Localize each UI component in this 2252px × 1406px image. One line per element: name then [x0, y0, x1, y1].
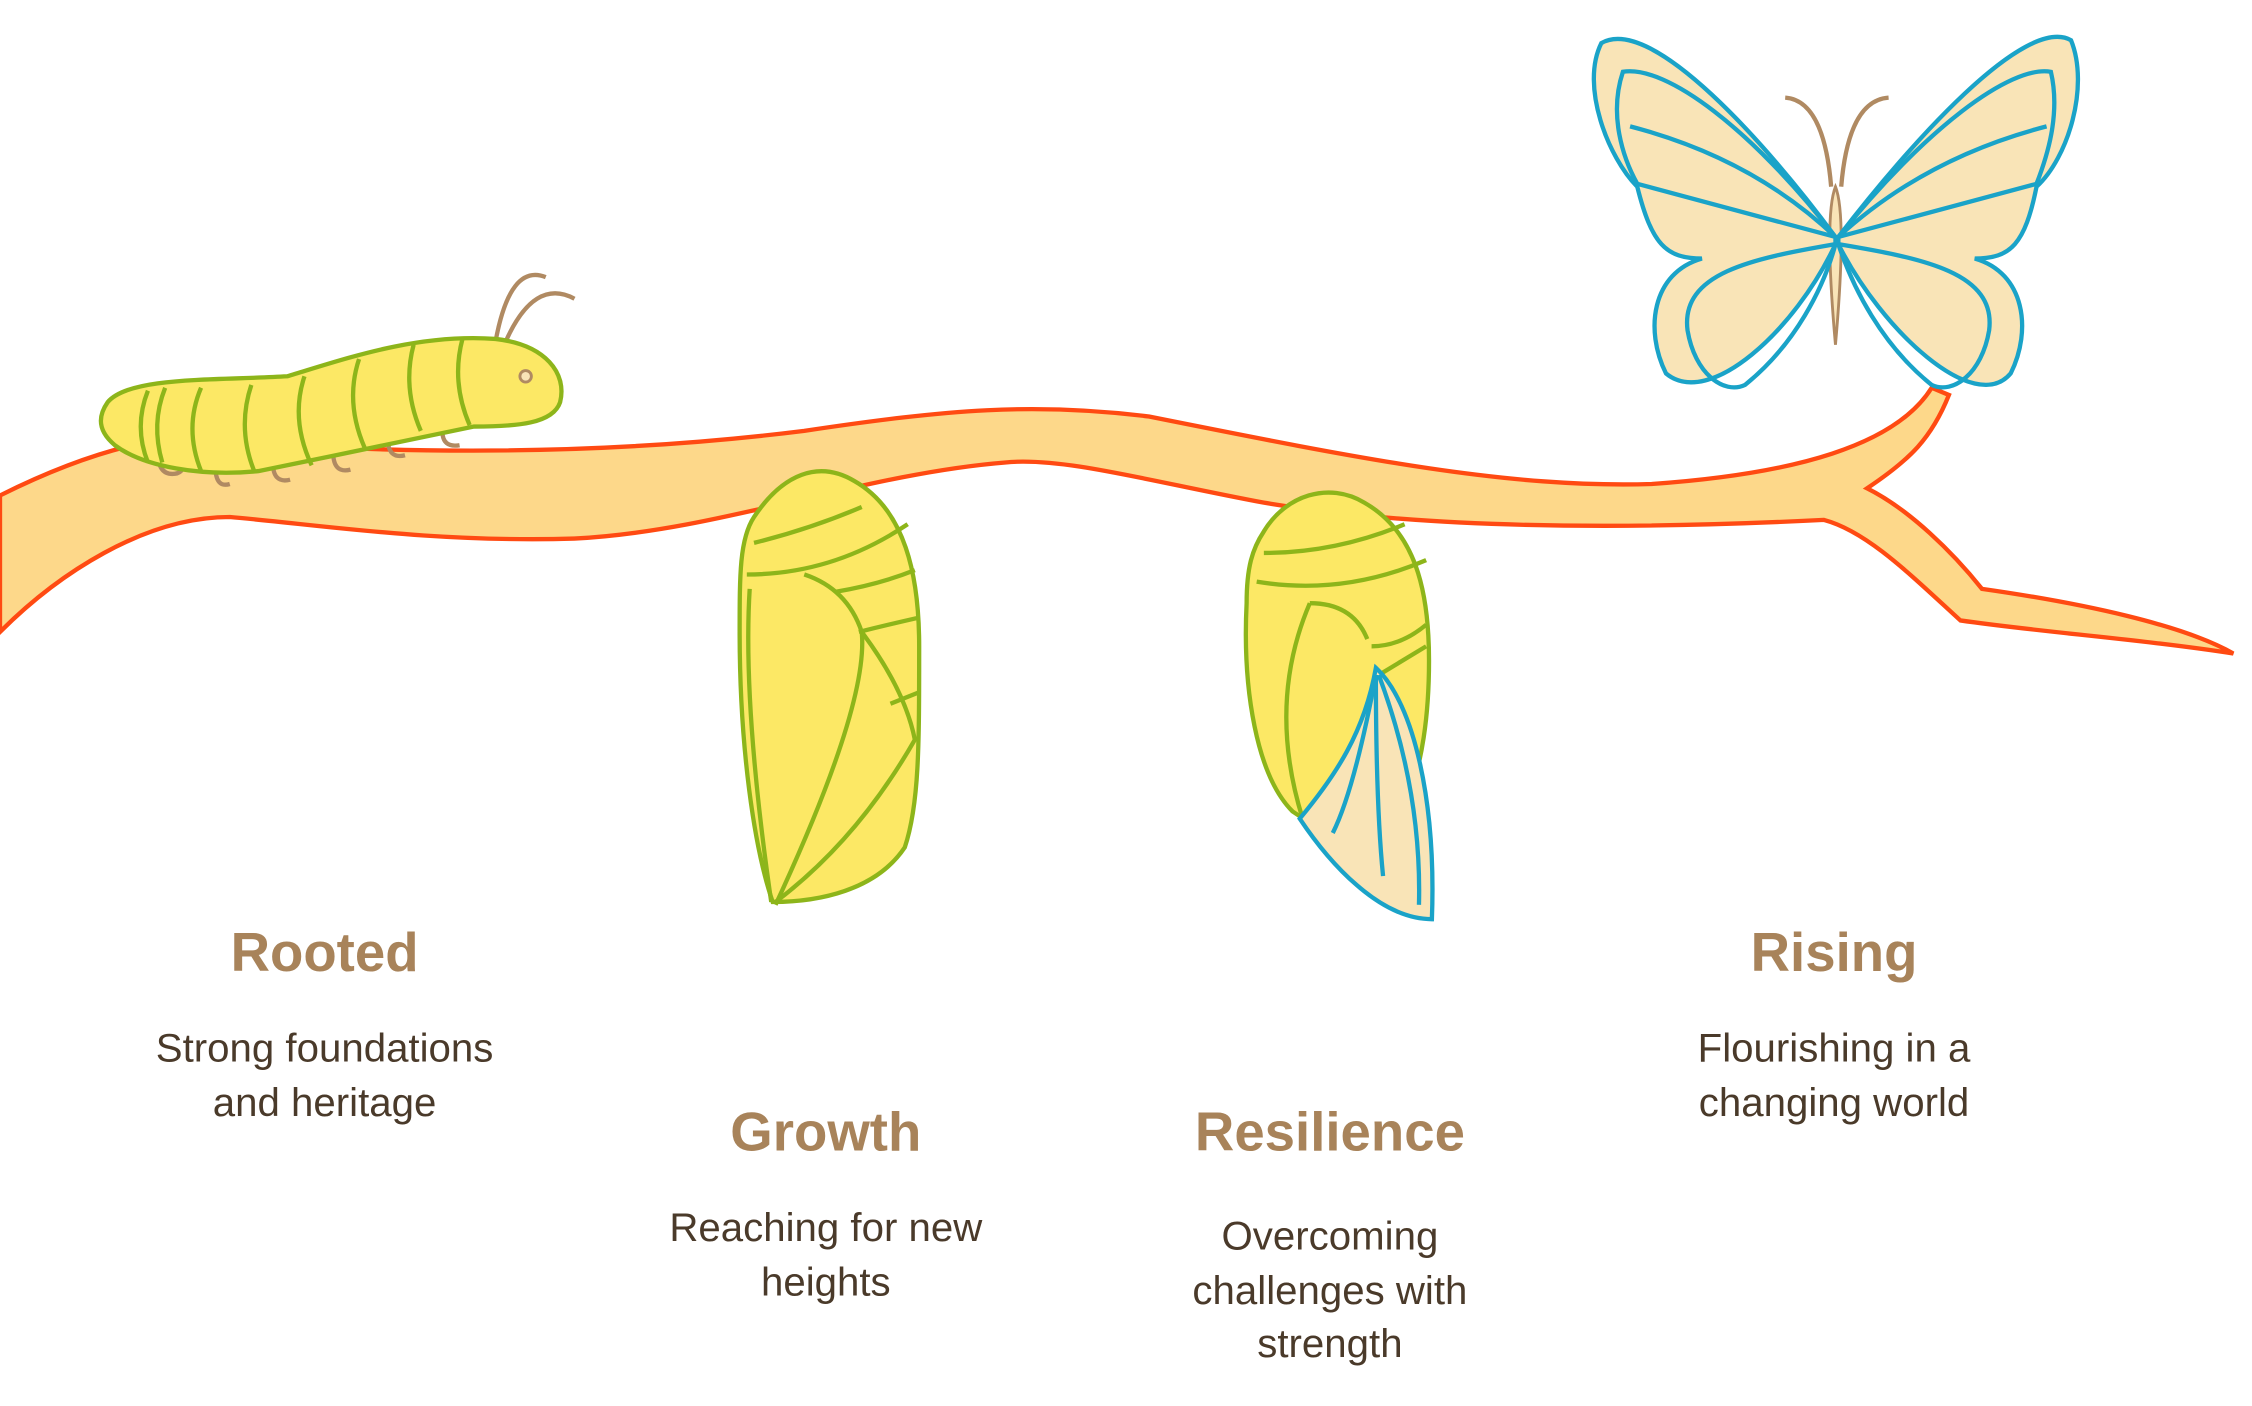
stage-title: Growth — [730, 1103, 922, 1164]
stage-description-line: Flourishing in a — [1697, 1025, 1971, 1070]
caterpillar-icon — [98, 272, 576, 487]
stage-description-line: heights — [760, 1258, 891, 1304]
stage-description-line: Strong foundations — [155, 1025, 494, 1070]
emerging-butterfly-icon — [1243, 490, 1435, 922]
stage-growth: Growth Reaching for new heights — [582, 1102, 1070, 1309]
stage-title: Rising — [1750, 923, 1918, 984]
stage-description-line: Reaching for new — [669, 1204, 983, 1250]
stage-resilience: Resilience Overcoming challenges with st… — [1086, 1102, 1574, 1371]
chrysalis-icon — [737, 469, 922, 906]
stage-rising: Rising Flourishing in a changing world — [1590, 922, 2078, 1129]
stage-description-line: strength — [1257, 1321, 1403, 1366]
stage-description-line: and heritage — [212, 1079, 437, 1124]
stage-description-line: Overcoming — [1221, 1213, 1439, 1259]
stage-title: Resilience — [1194, 1103, 1465, 1164]
stage-rooted: Rooted Strong foundations and heritage — [80, 922, 568, 1129]
stage-description-line: changing world — [1698, 1079, 1970, 1124]
stage-description-line: challenges with — [1192, 1267, 1468, 1312]
stage-title: Rooted — [230, 923, 419, 984]
branch — [0, 385, 2235, 656]
butterfly-icon — [1591, 34, 2081, 390]
